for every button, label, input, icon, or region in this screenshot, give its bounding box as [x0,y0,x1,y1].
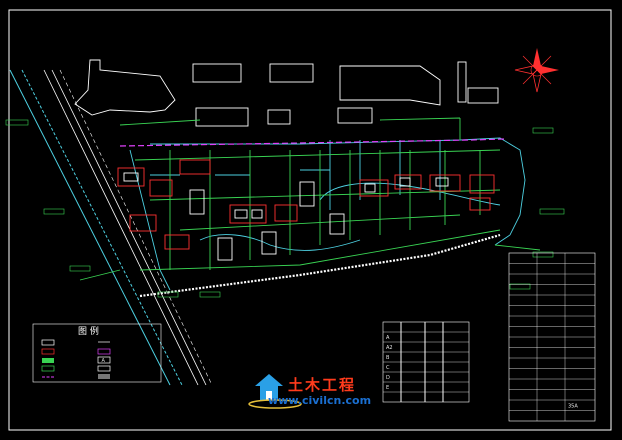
economic-indicators-table: 35A [508,252,596,422]
legend-title: 图 例 [78,325,99,337]
legend-swatch-utility [41,365,55,372]
legend-box: 图 例 A [32,323,162,383]
stats-table-cell: C [386,365,390,371]
legend-swatch-entrance [97,356,111,364]
legend-swatch-wall [98,374,110,379]
house-logo-icon [248,374,302,409]
existing-buildings-north [74,59,499,127]
legend-swatch-parking [97,348,111,355]
site-boundary [119,138,506,147]
legend-swatch-building [41,339,55,346]
stats-table-cell: B [386,355,390,361]
legend-swatch-green [42,358,54,363]
site-roads [129,137,526,291]
legend-swatch-entrance-letter: A [102,358,106,364]
legend-swatch-plaza [97,365,111,372]
drawing-border [8,9,612,431]
watermark: 土木工程 www.civilcn.com [248,374,371,409]
north-arrow-icon [514,48,559,93]
watermark-url: www.civilcn.com [268,394,371,407]
green-utilities [79,117,541,281]
eco-table-cell: 35A [568,404,578,410]
proposed-buildings [117,159,495,261]
annotation-labels [5,119,565,298]
legend-swatch-proposed [41,348,55,355]
stats-table-cell: E [386,385,389,391]
stats-table-cell: A2 [386,345,393,351]
watermark-title: 土木工程 [288,376,356,394]
rail-corridor [9,69,213,386]
stats-table-cell: A [386,335,390,341]
south-retaining-wall [139,233,501,298]
stats-table-cell: D [386,375,390,381]
